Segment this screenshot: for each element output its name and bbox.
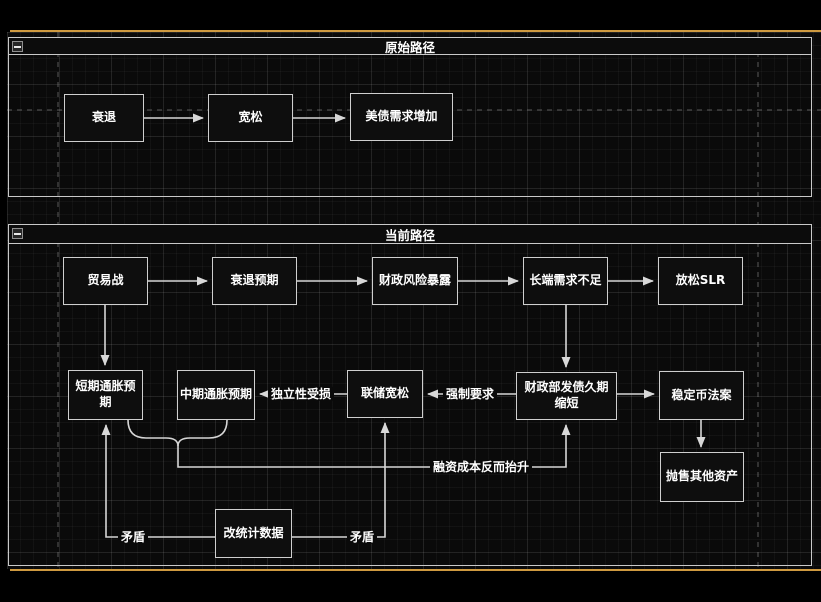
node-caizhengfengxian[interactable]: 财政风险暴露 [372, 257, 458, 305]
node-paoshouzichan[interactable]: 抛售其他资产 [660, 452, 744, 502]
node-caizhengbu[interactable]: 财政部发债久期缩短 [516, 372, 617, 420]
edge-label-rongzichengben[interactable]: 融资成本反而抬升 [429, 459, 533, 475]
collapse-button[interactable] [12, 228, 23, 239]
group-title: 当前路径 [384, 227, 435, 243]
group-current-path[interactable]: 当前路径 [8, 224, 812, 566]
node-shuaitui[interactable]: 衰退 [64, 94, 144, 142]
group-title-bar[interactable]: 原始路径 [9, 38, 811, 55]
group-title-bar[interactable]: 当前路径 [9, 225, 811, 244]
node-gaitongjishuju[interactable]: 改统计数据 [215, 509, 292, 558]
edge-label-qiangzhiyaoqiu[interactable]: 强制要求 [442, 386, 498, 402]
edge-label-maodun-right[interactable]: 矛盾 [346, 529, 378, 545]
group-title: 原始路径 [384, 39, 435, 55]
collapse-minus-icon [14, 233, 21, 235]
collapse-button[interactable] [12, 41, 23, 52]
group-original-path[interactable]: 原始路径 [8, 37, 812, 197]
node-kuansong[interactable]: 宽松 [208, 94, 293, 142]
node-duanqitongzhang[interactable]: 短期通胀预期 [68, 370, 143, 420]
node-maoyizhan[interactable]: 贸易战 [63, 257, 148, 305]
node-zhongqitongzhang[interactable]: 中期通胀预期 [177, 370, 255, 420]
node-meizhaixuqiu[interactable]: 美债需求增加 [350, 93, 453, 141]
page-top-edge [10, 30, 821, 32]
edge-label-maodun-left[interactable]: 矛盾 [117, 529, 149, 545]
node-wendingbifaan[interactable]: 稳定币法案 [659, 371, 744, 420]
node-lianchukuansong[interactable]: 联储宽松 [347, 370, 423, 418]
node-fangsongslr[interactable]: 放松SLR [658, 257, 743, 305]
node-changduanxuqiu[interactable]: 长端需求不足 [523, 257, 608, 305]
page-bottom-edge [10, 569, 821, 571]
node-shuaituiyuqi[interactable]: 衰退预期 [212, 257, 297, 305]
collapse-minus-icon [14, 46, 21, 48]
edge-label-dulixingshousun[interactable]: 独立性受损 [267, 386, 335, 402]
